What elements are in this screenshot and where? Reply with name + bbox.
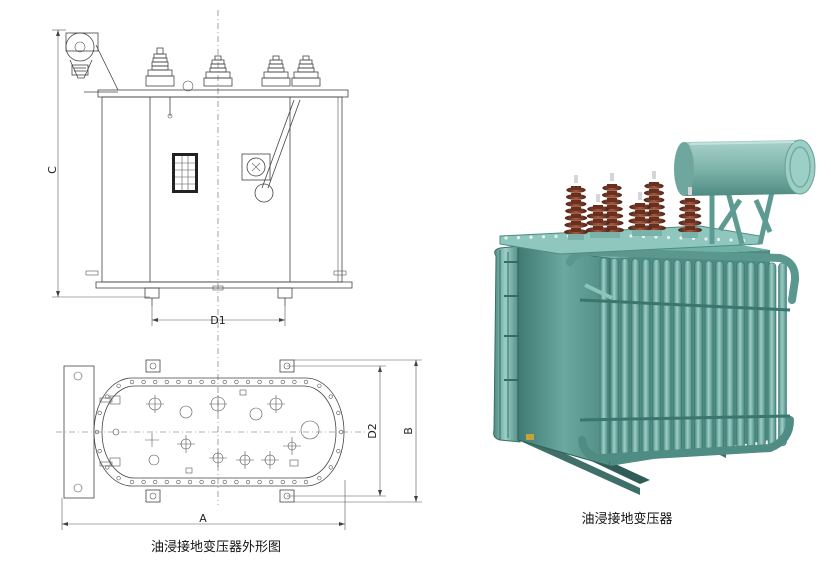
photo-caption: 油浸接地变压器 (581, 511, 672, 527)
dim-a-label: A (199, 512, 207, 525)
dim-d2-label: D2 (366, 423, 379, 438)
drawing-caption: 油浸接地变压器外形图 (151, 539, 281, 555)
top-view-drawing: A D2 B (56, 359, 422, 530)
dim-b-label: B (402, 427, 415, 435)
front-view-drawing: C D1 (46, 10, 353, 505)
radiator-left (493, 245, 521, 443)
dim-d1-label: D1 (210, 314, 225, 327)
bushings-drawing (145, 47, 321, 119)
dim-c-label: C (46, 166, 59, 174)
conservator-tank (674, 139, 816, 196)
hv-bushings (564, 171, 702, 240)
radiator-fins-plan (94, 379, 344, 485)
transformer-photo (493, 139, 816, 495)
